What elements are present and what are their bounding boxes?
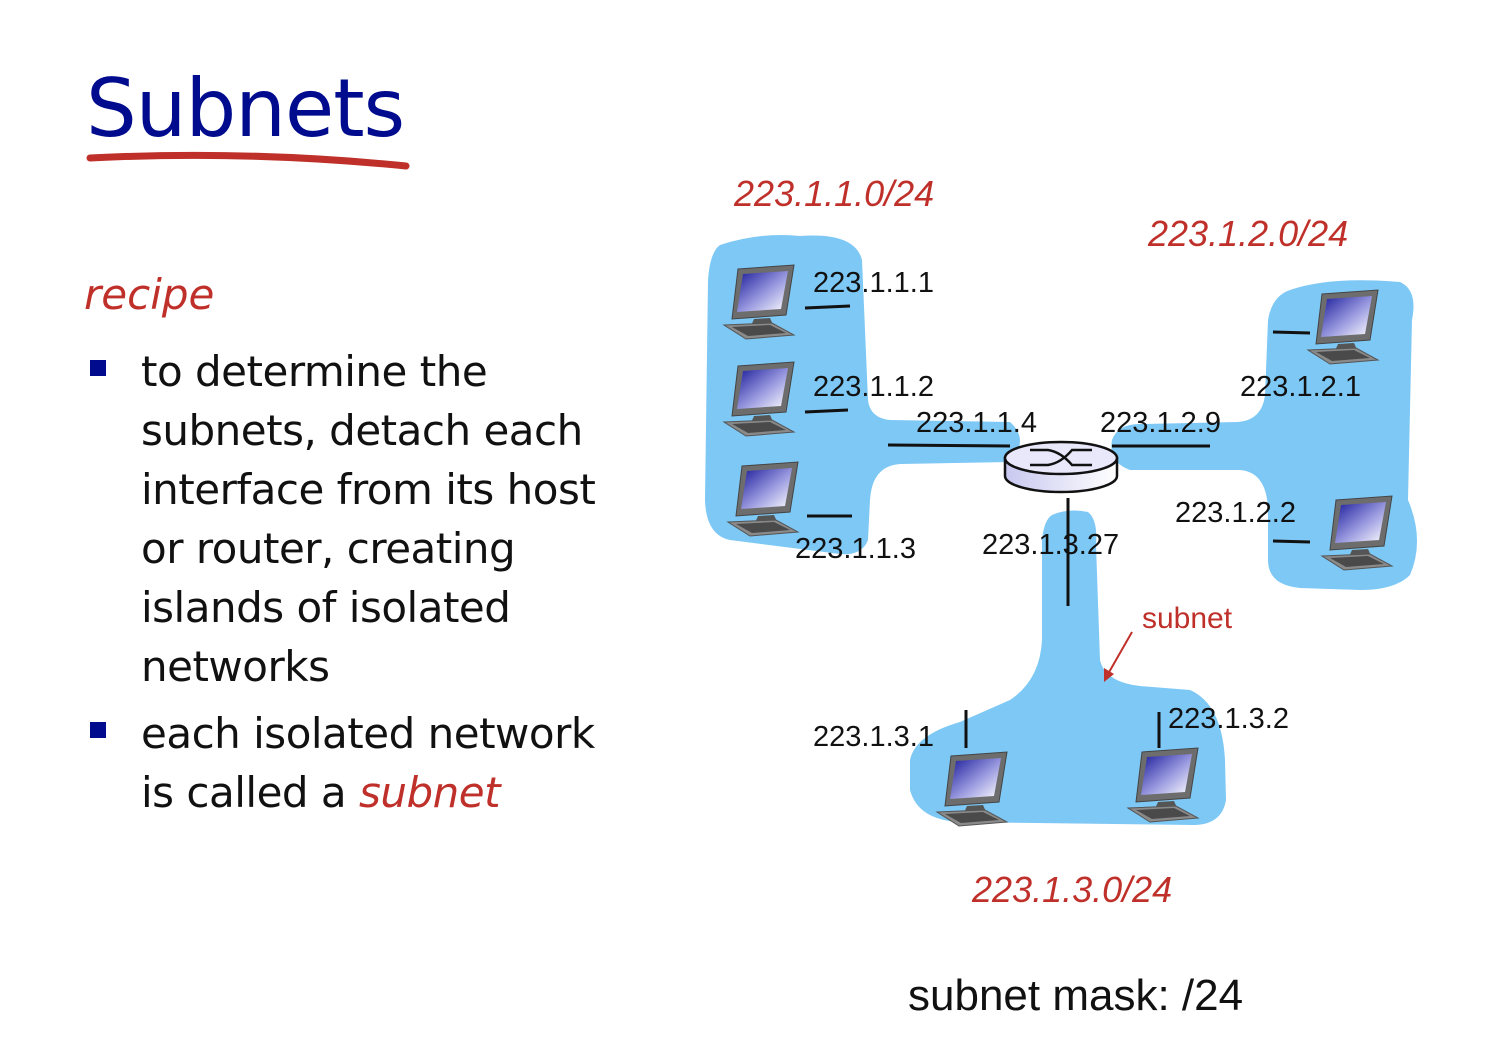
- interface-link: [804, 304, 851, 310]
- recipe-heading: recipe: [84, 270, 215, 319]
- bullet-line: islands of isolated: [141, 583, 511, 632]
- bullet-line: subnets, detach each: [141, 406, 583, 455]
- bullet-line: to determine the: [141, 347, 488, 396]
- host-ip-label: 223.1.2.1: [1240, 371, 1361, 403]
- bullet-text: is called a: [141, 768, 360, 817]
- bullet-marker-icon: [90, 722, 106, 738]
- subnet-emphasis: subnet: [359, 768, 501, 817]
- subnet-mask-caption: subnet mask: /24: [908, 971, 1243, 1020]
- bullet-item: each isolated network is called a subnet: [86, 704, 686, 822]
- subnet-label: 223.1.3.0/24: [971, 869, 1172, 910]
- host-ip-label: 223.1.1.2: [813, 371, 934, 403]
- bullet-line: networks: [141, 642, 330, 691]
- subnet-label: 223.1.2.0/24: [1147, 213, 1348, 254]
- host-ip-label: 223.1.2.2: [1175, 497, 1296, 529]
- bullet-item: to determine the subnets, detach each in…: [86, 342, 686, 696]
- subnet-blob-223-1-3: [910, 510, 1226, 825]
- slide-title: Subnets: [86, 62, 405, 155]
- host-ip-label: 223.1.3.2: [1168, 703, 1289, 735]
- bullet-line: interface from its host: [141, 465, 596, 514]
- bullet-line: or router, creating: [141, 524, 516, 573]
- bullet-line: each isolated network: [141, 709, 595, 758]
- host-ip-label: 223.1.1.1: [813, 267, 934, 299]
- annotation-arrow-icon: [1107, 631, 1133, 675]
- bullet-line: is called a subnet: [141, 763, 686, 822]
- subnet-annotation: subnet: [1142, 602, 1233, 635]
- router-icon: [1003, 440, 1119, 494]
- router-ip-label: 223.1.2.9: [1100, 407, 1221, 439]
- interface-link: [1272, 539, 1311, 544]
- host-ip-label: 223.1.3.1: [813, 721, 934, 753]
- bullet-list: to determine the subnets, detach each in…: [86, 342, 686, 830]
- router-ip-label: 223.1.1.4: [916, 407, 1037, 439]
- host-ip-label: 223.1.1.3: [795, 533, 916, 565]
- subnet-label: 223.1.1.0/24: [733, 173, 934, 214]
- arrowhead-icon: [1104, 668, 1114, 682]
- interface-link: [804, 408, 849, 414]
- bullet-marker-icon: [90, 360, 106, 376]
- router-link: [887, 443, 1011, 448]
- router-ip-label: 223.1.3.27: [982, 529, 1119, 561]
- title-underline: [86, 151, 410, 170]
- interface-link: [1272, 330, 1311, 335]
